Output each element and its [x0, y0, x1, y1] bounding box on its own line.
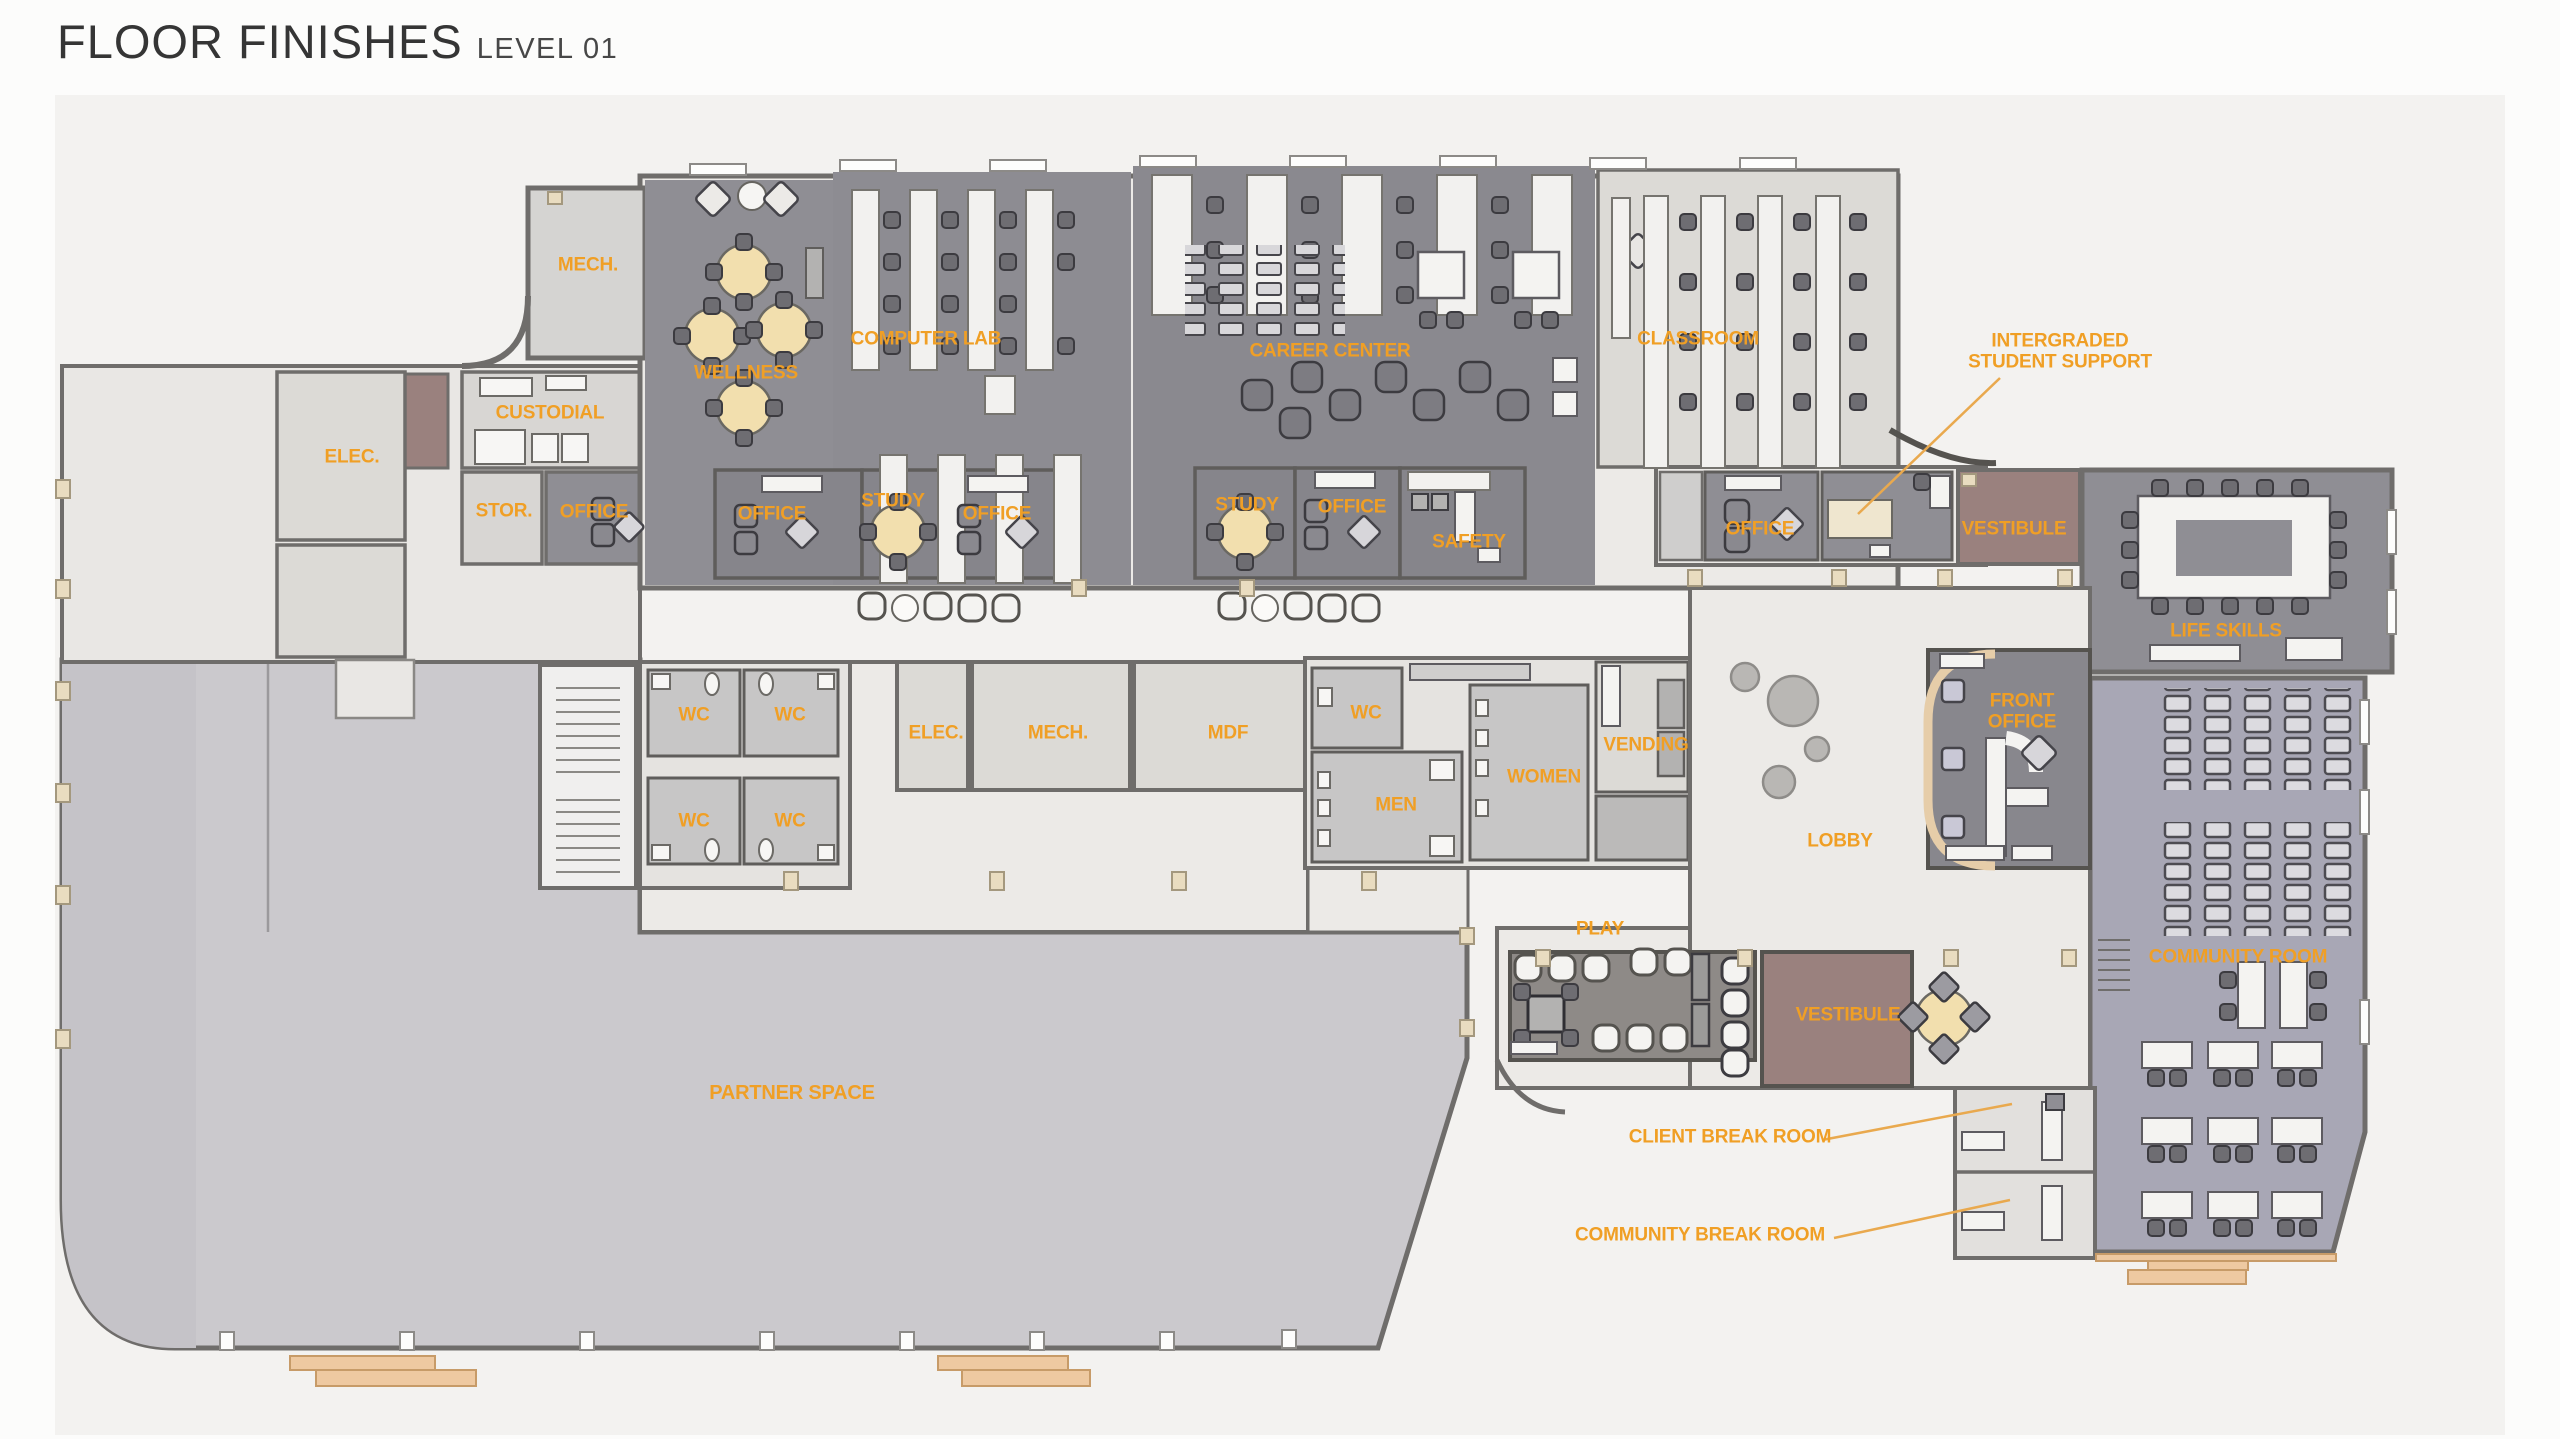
room-label-wc-4: WC: [774, 810, 806, 832]
room-label-wc-1: WC: [678, 704, 710, 726]
leader-lines: [1821, 377, 2013, 1240]
room-label-wc-5: WC: [1350, 702, 1382, 724]
leader-client-break-room: [1821, 1102, 2013, 1142]
furniture: [474, 174, 2362, 1241]
room-label-lobby: LOBBY: [1807, 830, 1873, 852]
room-label-wellness: WELLNESS: [694, 362, 798, 384]
page-title-main: FLOOR FINISHES: [57, 15, 463, 68]
room-label-office-career: OFFICE: [1317, 496, 1387, 518]
room-label-partner-space: PARTNER SPACE: [709, 1082, 875, 1105]
room-label-men: MEN: [1375, 794, 1417, 816]
room-label-integrated-student-support: INTERGRADED STUDENT SUPPORT: [1968, 330, 2152, 372]
room-label-office-west: OFFICE: [559, 501, 629, 523]
leader-integrated-student-support: [1857, 377, 2001, 515]
room-label-computer-lab: COMPUTER LAB: [850, 328, 1002, 350]
room-label-client-break-room: CLIENT BREAK ROOM: [1628, 1126, 1832, 1148]
columns-and-mats: [55, 155, 2397, 1387]
room-label-vestibule-north: VESTIBULE: [1961, 518, 2067, 540]
room-label-safety: SAFETY: [1432, 531, 1506, 553]
room-label-life-skills: LIFE SKILLS: [2170, 620, 2282, 642]
room-label-study-wellness: STUDY: [861, 490, 925, 512]
room-label-office-wellness: OFFICE: [737, 503, 807, 525]
room-label-women: WOMEN: [1507, 766, 1581, 788]
room-label-front-office: FRONT OFFICE: [1987, 690, 2057, 732]
leader-community-break-room: [1833, 1198, 2011, 1240]
room-label-vestibule-south: VESTIBULE: [1795, 1004, 1901, 1026]
room-label-wc-2: WC: [774, 704, 806, 726]
room-label-storage: STOR.: [475, 500, 533, 522]
room-label-mdf: MDF: [1207, 722, 1249, 744]
room-label-classroom: CLASSROOM: [1637, 328, 1759, 350]
page-title: FLOOR FINISHES LEVEL 01: [57, 14, 618, 69]
room-label-study-career: STUDY: [1215, 494, 1279, 516]
room-label-elec-west: ELEC.: [324, 446, 380, 468]
room-label-custodial: CUSTODIAL: [495, 402, 605, 424]
room-label-elec-mid: ELEC.: [908, 722, 964, 744]
room-label-mech-upper: MECH.: [557, 254, 619, 276]
room-label-mech-mid: MECH.: [1027, 722, 1089, 744]
room-label-wc-3: WC: [678, 810, 710, 832]
room-label-vending: VENDING: [1603, 734, 1689, 756]
page-title-level: LEVEL 01: [476, 33, 619, 65]
room-label-community-room: COMMUNITY ROOM: [2148, 946, 2328, 968]
room-label-office-lab: OFFICE: [962, 503, 1032, 525]
room-label-career-center: CAREER CENTER: [1249, 340, 1411, 362]
room-label-office-east: OFFICE: [1725, 518, 1795, 540]
room-label-play: PLAY: [1575, 918, 1625, 940]
room-label-community-break-room: COMMUNITY BREAK ROOM: [1574, 1224, 1826, 1246]
